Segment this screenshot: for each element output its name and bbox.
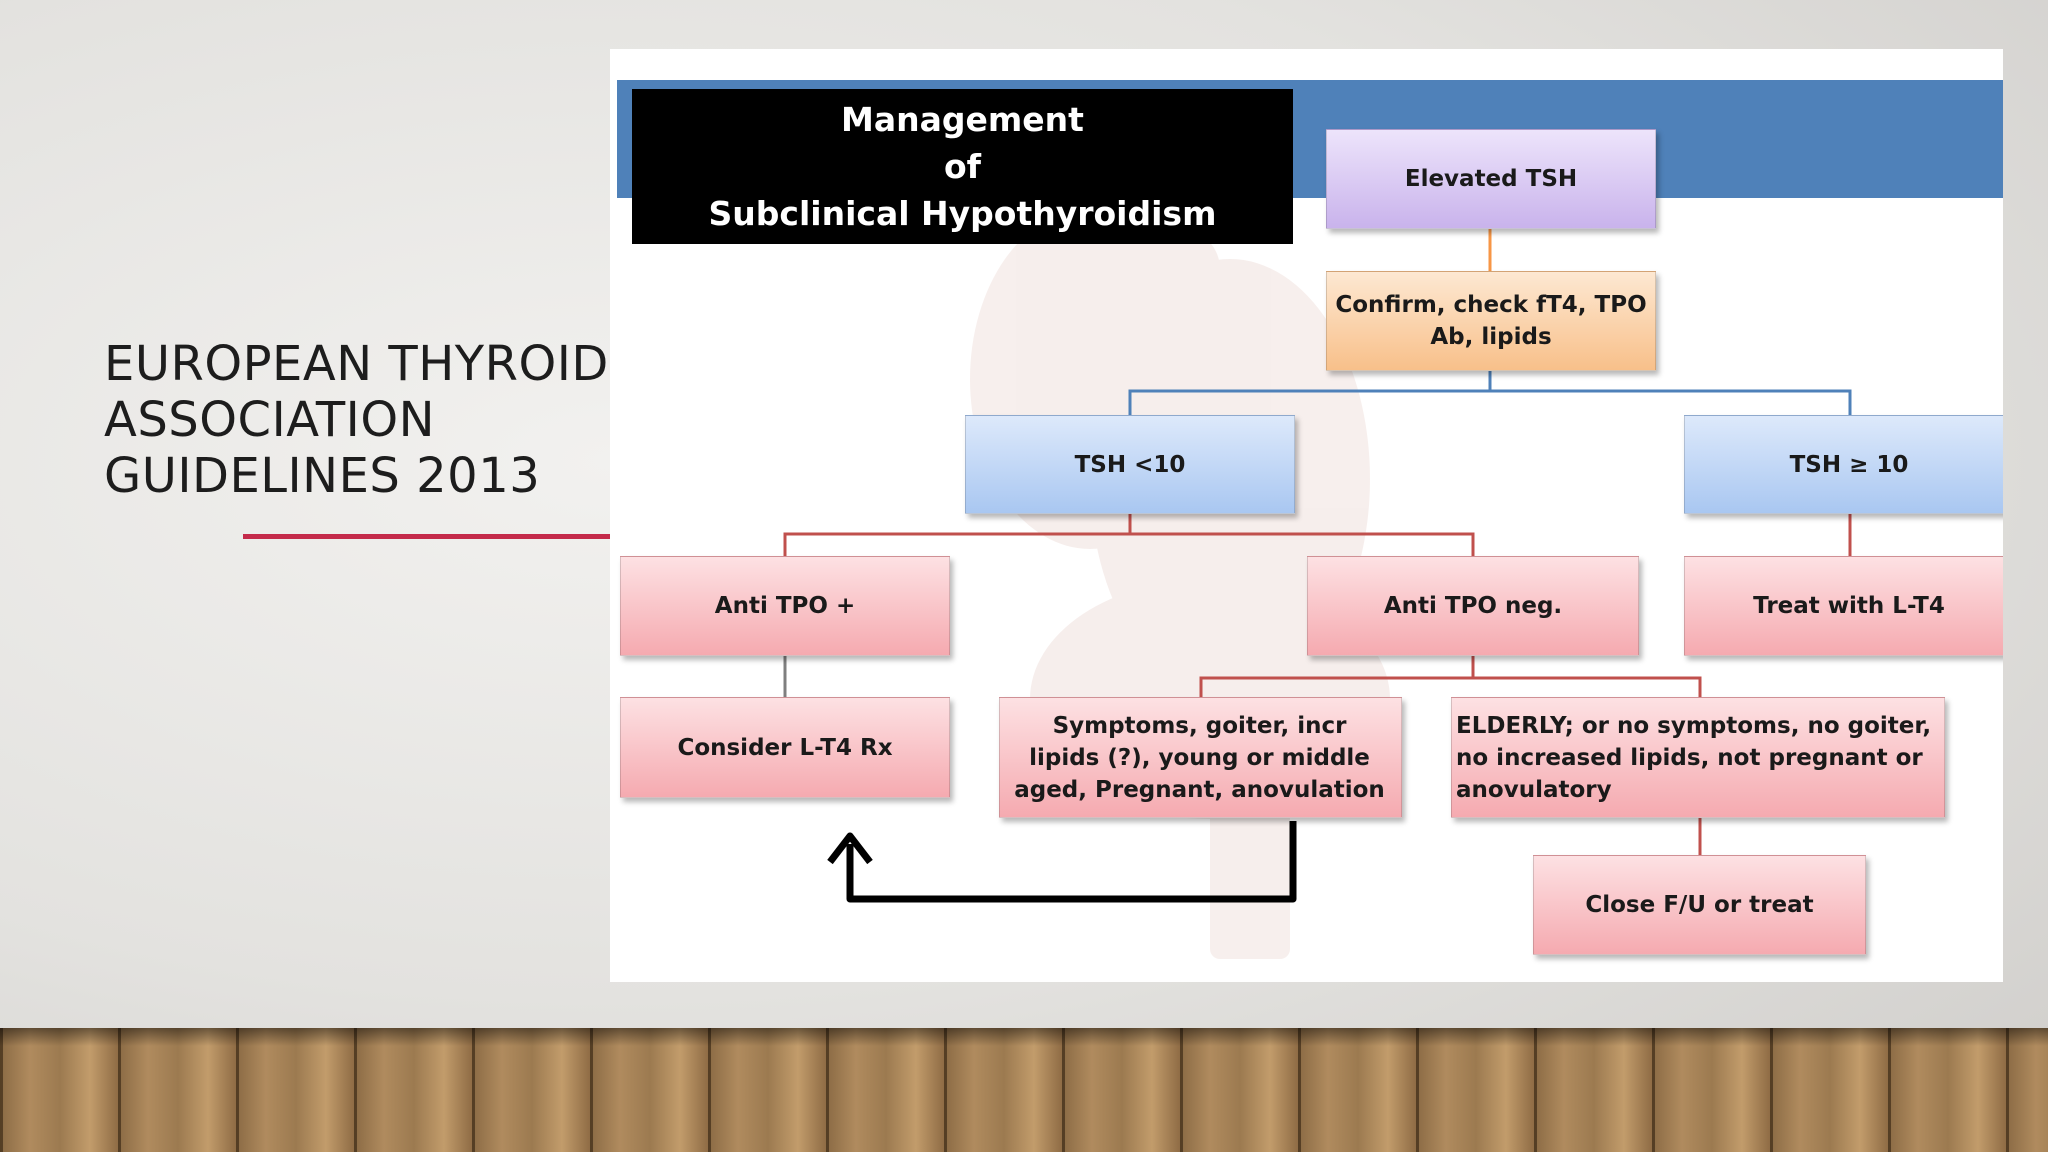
diagram-title: Management of Subclinical Hypothyroidism <box>632 89 1293 244</box>
node-anti-tpo-positive: Anti TPO + <box>620 556 950 656</box>
connector-tsh-low-neg <box>1130 532 1475 556</box>
connector-neg-symptoms <box>1199 656 1475 697</box>
node-tsh-less-10: TSH <10 <box>965 415 1295 514</box>
arrow-symptoms-to-consider <box>827 821 1297 903</box>
title-underline <box>243 534 610 539</box>
node-confirm-check: Confirm, check fT4, TPO Ab, lipids <box>1326 271 1656 371</box>
node-elevated-tsh: Elevated TSH <box>1326 129 1656 229</box>
node-treat-lt4: Treat with L-T4 <box>1684 556 2003 656</box>
flowchart-image: Management of Subclinical Hypothyroidism… <box>610 49 2003 982</box>
connector-neg-elderly <box>1473 676 1702 697</box>
node-tsh-ge-10: TSH ≥ 10 <box>1684 415 2003 514</box>
node-close-fu: Close F/U or treat <box>1533 855 1866 955</box>
node-consider-lt4: Consider L-T4 Rx <box>620 697 950 798</box>
flow-connectors <box>783 229 1852 903</box>
slide-title: EUROPEAN THYROID ASSOCIATION GUIDELINES … <box>104 336 609 504</box>
connector-confirm-tsh-low <box>1128 371 1492 415</box>
wood-floor <box>0 1028 2048 1152</box>
connector-tsh-low-pos <box>783 514 1132 556</box>
node-symptoms: Symptoms, goiter, incr lipids (?), young… <box>999 697 1402 818</box>
floor-shadow <box>0 1028 2048 1046</box>
node-elderly: ELDERLY; or no symptoms, no goiter, no i… <box>1451 697 1945 818</box>
connector-confirm-tsh-high <box>1490 389 1852 415</box>
node-anti-tpo-negative: Anti TPO neg. <box>1307 556 1639 656</box>
